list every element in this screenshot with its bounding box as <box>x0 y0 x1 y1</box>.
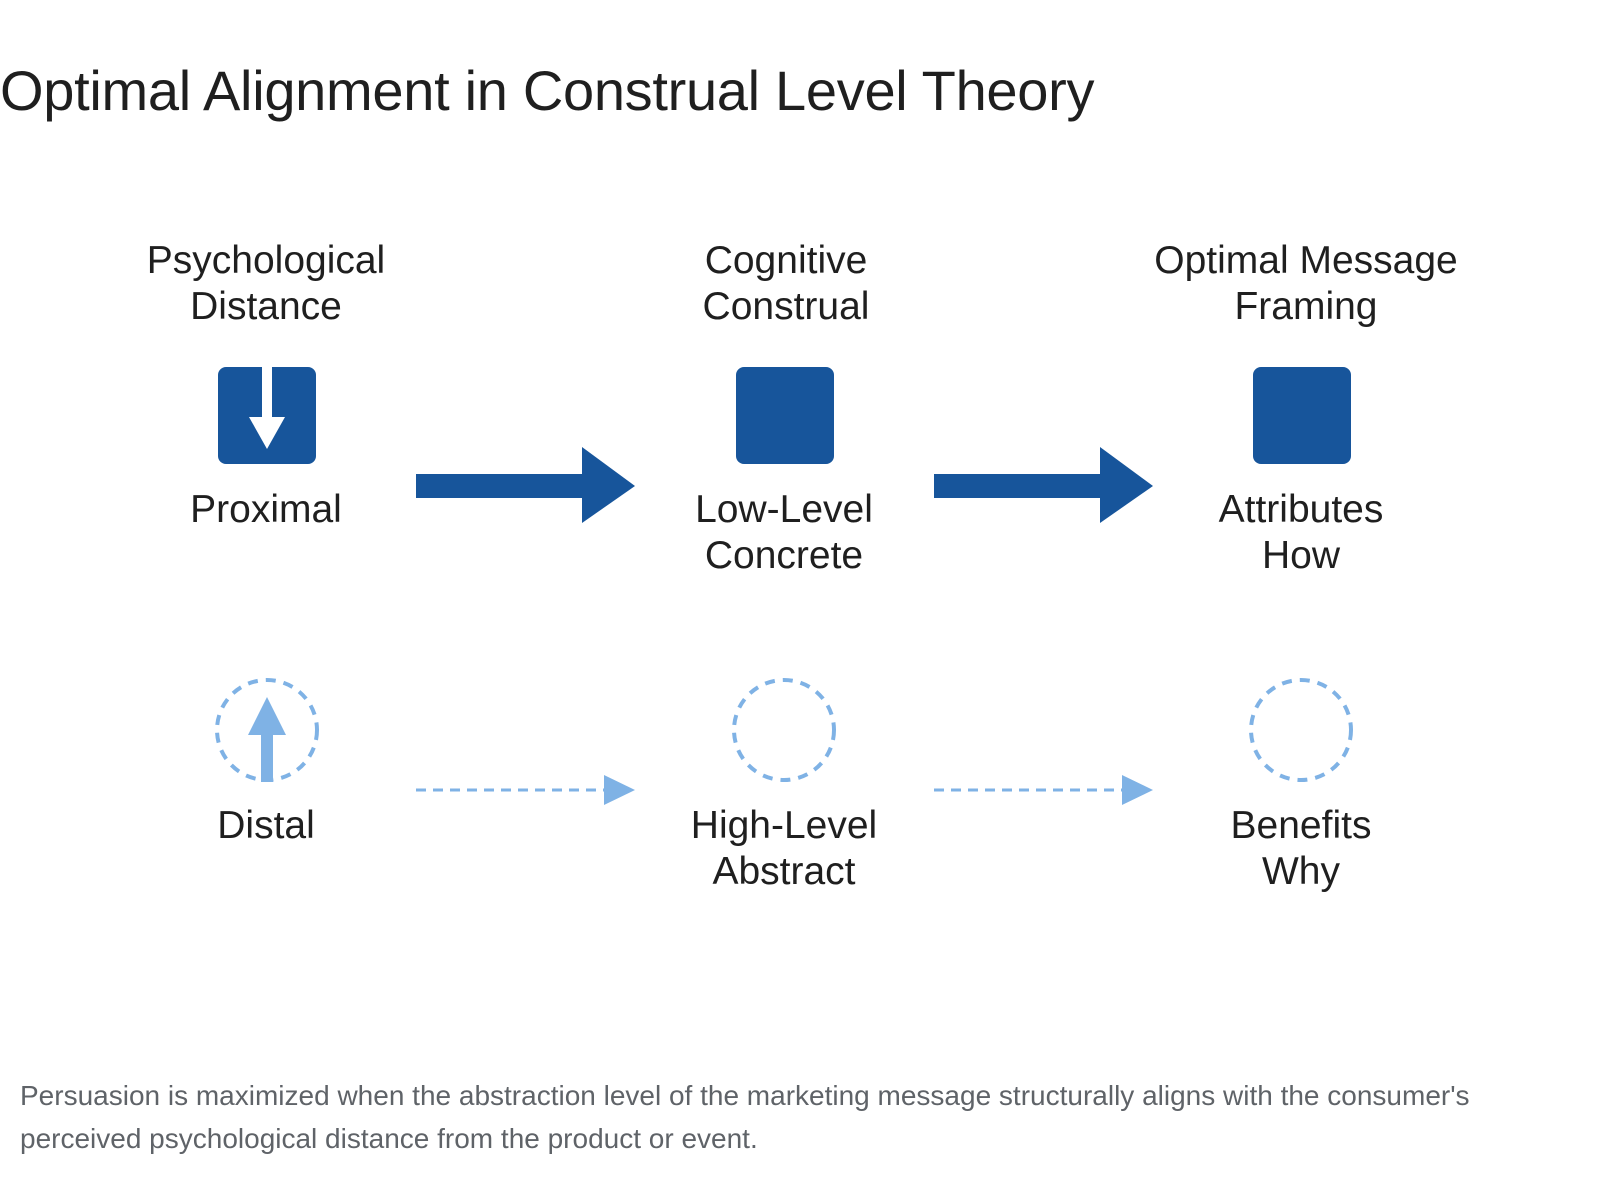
node-label-distal: Distal <box>217 804 315 847</box>
up-arrow-dashed-circle-icon <box>215 678 319 782</box>
diagram-graphics <box>215 367 1353 805</box>
column-header-psychological-distance: Psychological Distance <box>146 239 386 328</box>
arrow-low-level-to-attributes <box>934 447 1153 523</box>
arrow-proximal-to-low-level <box>416 447 635 523</box>
down-arrow-square-icon <box>218 367 316 464</box>
column-header-cognitive-construal: Cognitive Construal <box>702 239 870 328</box>
node-label-proximal: Proximal <box>190 488 342 531</box>
node-label-benefits-why: Benefits Why <box>1230 804 1372 893</box>
square-icon <box>1253 367 1351 464</box>
square-icon <box>736 367 834 464</box>
node-label-low-level-concrete: Low-Level Concrete <box>695 488 873 577</box>
node-label-high-level-abstract: High-Level Abstract <box>690 804 878 893</box>
page-title: Optimal Alignment in Construal Level The… <box>0 59 1095 122</box>
node-label-attributes-how: Attributes How <box>1218 488 1384 577</box>
dashed-circle-icon <box>1249 678 1353 782</box>
figure-caption: Persuasion is maximized when the abstrac… <box>20 1080 1470 1154</box>
dashed-circle-icon <box>732 678 836 782</box>
dashed-arrow-high-level-to-benefits <box>934 775 1153 805</box>
construal-diagram: Psychological Distance Cognitive Constru… <box>146 239 1458 893</box>
column-header-optimal-message-framing: Optimal Message Framing <box>1154 239 1458 328</box>
dashed-arrow-distal-to-high-level <box>416 775 635 805</box>
